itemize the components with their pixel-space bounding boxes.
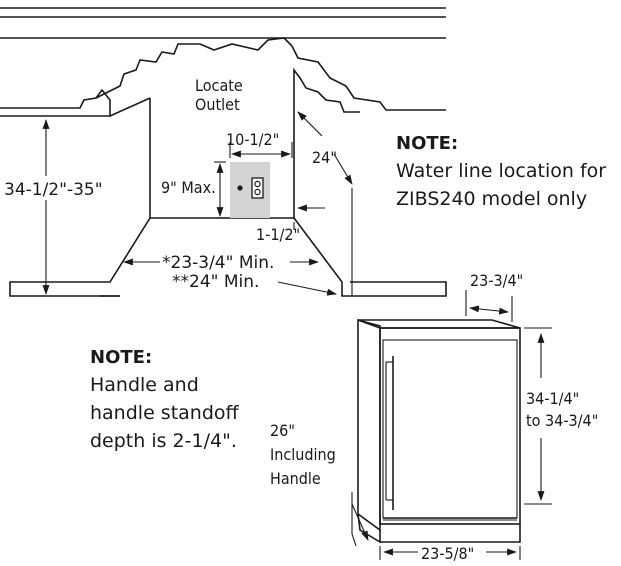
note2-line3: depth is 2-1/4". xyxy=(90,430,237,452)
note2-line2: handle standoff xyxy=(90,402,240,424)
dim-1-1-2: 1-1/2" xyxy=(256,225,300,244)
outlet-label: Outlet xyxy=(195,95,240,114)
dim-24: 24" xyxy=(312,148,337,167)
note2-line1: Handle and xyxy=(90,374,199,396)
note2-title: NOTE: xyxy=(90,347,152,368)
note1-line1: Water line location for xyxy=(396,160,606,182)
dim-26-including: Including xyxy=(270,445,336,464)
dim-23-3-4-min: *23-3/4" Min. xyxy=(162,253,274,273)
note1-line2: ZIBS240 model only xyxy=(396,188,587,210)
dim-34-3-4: to 34-3/4" xyxy=(526,411,598,430)
dim-26-handle: Handle xyxy=(270,469,321,488)
dim-10-1-2: 10-1/2" xyxy=(226,130,279,149)
dim-9-max: 9" Max. xyxy=(161,178,216,197)
note1-title: NOTE: xyxy=(396,133,458,154)
dim-34-1-2-35: 34-1/2"-35" xyxy=(4,180,103,200)
locate-label: Locate xyxy=(195,76,243,95)
outlet-area xyxy=(230,162,270,218)
dim-23-5-8: 23-5/8" xyxy=(421,544,474,563)
dim-26: 26" xyxy=(270,421,295,440)
countertop-top-lines xyxy=(0,7,446,39)
refrigerator xyxy=(357,318,521,544)
dim-34-1-4: 34-1/4" xyxy=(526,389,579,408)
dim-24-min: **24" Min. xyxy=(172,272,259,292)
dim-23-3-4: 23-3/4" xyxy=(470,271,523,290)
